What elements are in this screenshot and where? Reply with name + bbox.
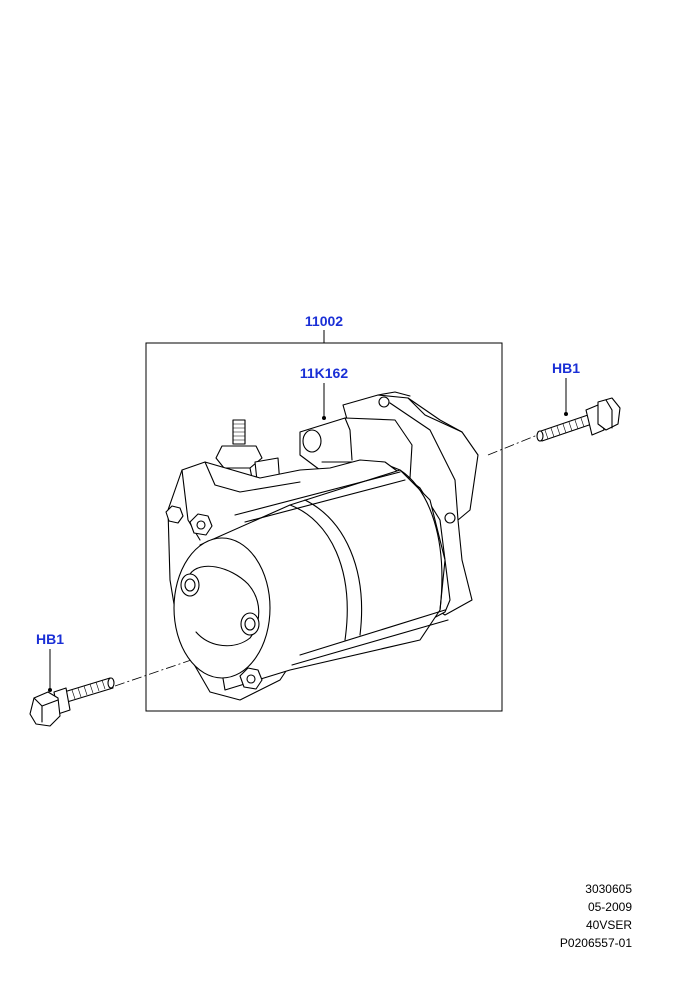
bolt-axis-right [487, 433, 541, 456]
reference-code-1: 3030605 [585, 882, 632, 896]
reference-code-2: 40VSER [585, 918, 632, 932]
callout-hb1-right[interactable]: HB1 [552, 360, 580, 376]
leader-dot-hb1-left [48, 688, 52, 692]
drawing-reference-block: 3030605 05-2009 40VSER P0206557-01 [560, 880, 632, 952]
bolt-hb1-left [29, 677, 115, 727]
callout-11002[interactable]: 11002 [305, 313, 343, 329]
bolt-axis-left [114, 656, 201, 687]
bolt-hb1-right [536, 397, 621, 442]
starter-motor [165, 391, 479, 701]
leader-dot-hb1-right [564, 412, 568, 416]
reference-part-number: P0206557-01 [559, 936, 632, 950]
callout-11k162[interactable]: 11K162 [300, 365, 348, 381]
reference-date: 05-2009 [587, 900, 632, 914]
callout-hb1-left[interactable]: HB1 [36, 631, 64, 647]
leader-dot-11k162 [322, 416, 326, 420]
